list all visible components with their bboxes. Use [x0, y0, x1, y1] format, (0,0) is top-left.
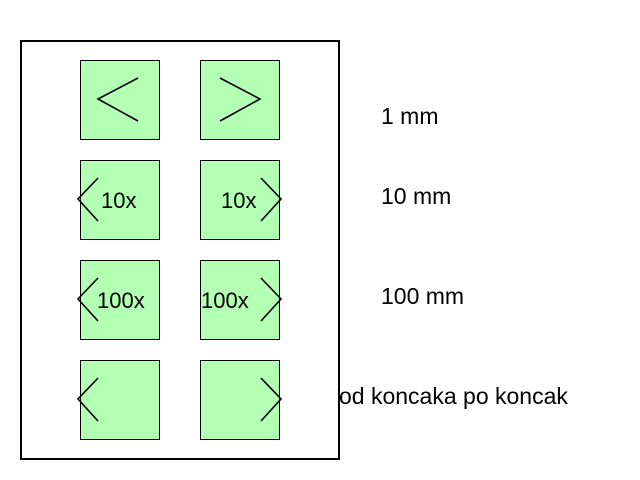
label-end-to-end: od koncaka po koncak — [339, 383, 568, 409]
step-100mm-left-button[interactable]: 100x — [76, 260, 160, 340]
step-10mm-left-button[interactable]: 10x — [76, 160, 160, 240]
chevron-left-icon — [76, 377, 99, 422]
label-100mm: 100 mm — [381, 283, 465, 309]
move-to-end-right-button[interactable] — [200, 360, 283, 440]
chevron-left-icon — [76, 277, 99, 322]
multiplier-label: 10x — [101, 188, 137, 213]
chevron-right-icon — [219, 77, 262, 122]
step-100mm-right-button[interactable]: 100x — [200, 260, 283, 340]
chevron-right-icon — [260, 377, 283, 422]
multiplier-label: 10x — [221, 188, 257, 213]
move-to-end-left-button[interactable] — [76, 360, 160, 440]
chevron-left-icon — [76, 177, 99, 222]
step-10mm-right-button[interactable]: 10x — [200, 160, 283, 240]
step-1mm-right-button[interactable] — [200, 60, 280, 140]
chevron-right-icon — [260, 177, 283, 222]
control-panel — [20, 40, 340, 460]
multiplier-label: 100x — [201, 288, 249, 313]
label-1mm: 1 mm — [381, 103, 439, 129]
chevron-right-icon — [260, 277, 283, 322]
label-10mm: 10 mm — [381, 183, 452, 209]
step-1mm-left-button[interactable] — [80, 60, 160, 140]
multiplier-label: 100x — [97, 288, 145, 313]
chevron-left-icon — [96, 77, 139, 122]
